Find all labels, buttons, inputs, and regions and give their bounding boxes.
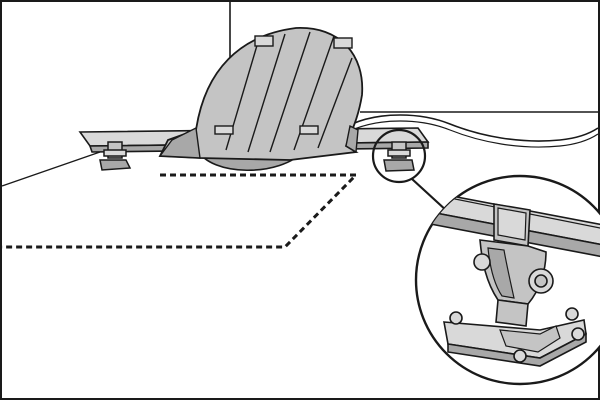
- leader-line: [1, 151, 101, 187]
- floor-outline: [2, 173, 360, 249]
- detail-indicator-circle: [371, 128, 427, 184]
- foot-right: [383, 141, 415, 172]
- detail-connector: [411, 178, 449, 213]
- cabinet-corner: [229, 2, 598, 113]
- cover-plate: [158, 27, 364, 161]
- foot-left: [99, 141, 132, 171]
- cable: [351, 114, 599, 142]
- cable-edge: [351, 120, 599, 148]
- detail-bracket: [443, 203, 587, 367]
